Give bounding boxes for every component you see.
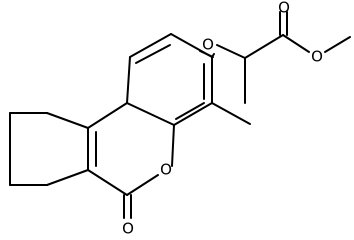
cyclohexene-ring	[9, 112, 97, 186]
methoxy-oxygen-label: O	[311, 48, 323, 66]
bond-methoxy-ch3	[324, 36, 351, 53]
bond-c4-c6	[87, 169, 128, 196]
bond-o5-c4a	[171, 124, 175, 167]
bond-aryl-ether-o2	[199, 50, 214, 58]
bond-c10a-c10-inner	[135, 44, 171, 64]
ring-oxygen-label: O	[160, 161, 172, 179]
bond-aryl-methyl	[211, 102, 251, 125]
benzene-ring	[126, 33, 213, 126]
bond-c2b-c4a-inner	[175, 102, 205, 120]
bond-ch-ester-c	[244, 34, 284, 59]
ester-side-chain	[199, 11, 351, 104]
ester-carbonyl-oxygen-label: O	[278, 0, 290, 17]
bond-c3-c10b	[87, 102, 128, 129]
bond-c4a-c10b	[126, 102, 175, 126]
bond-ether-o-ch	[216, 44, 246, 59]
bond-c10a-c10	[129, 33, 172, 58]
lactone-carbonyl-oxygen-label: O	[122, 220, 134, 238]
bond-ester-c-o	[282, 34, 310, 53]
bond-c2-c3	[46, 112, 89, 129]
bond-c5-c4	[46, 169, 89, 186]
bond-c2b-c4a	[173, 102, 213, 126]
lactone-ring	[87, 102, 175, 219]
bond-c10b-c10a	[126, 56, 131, 104]
bond-c6-o5	[126, 174, 159, 196]
ether-oxygen-label: O	[202, 36, 214, 54]
